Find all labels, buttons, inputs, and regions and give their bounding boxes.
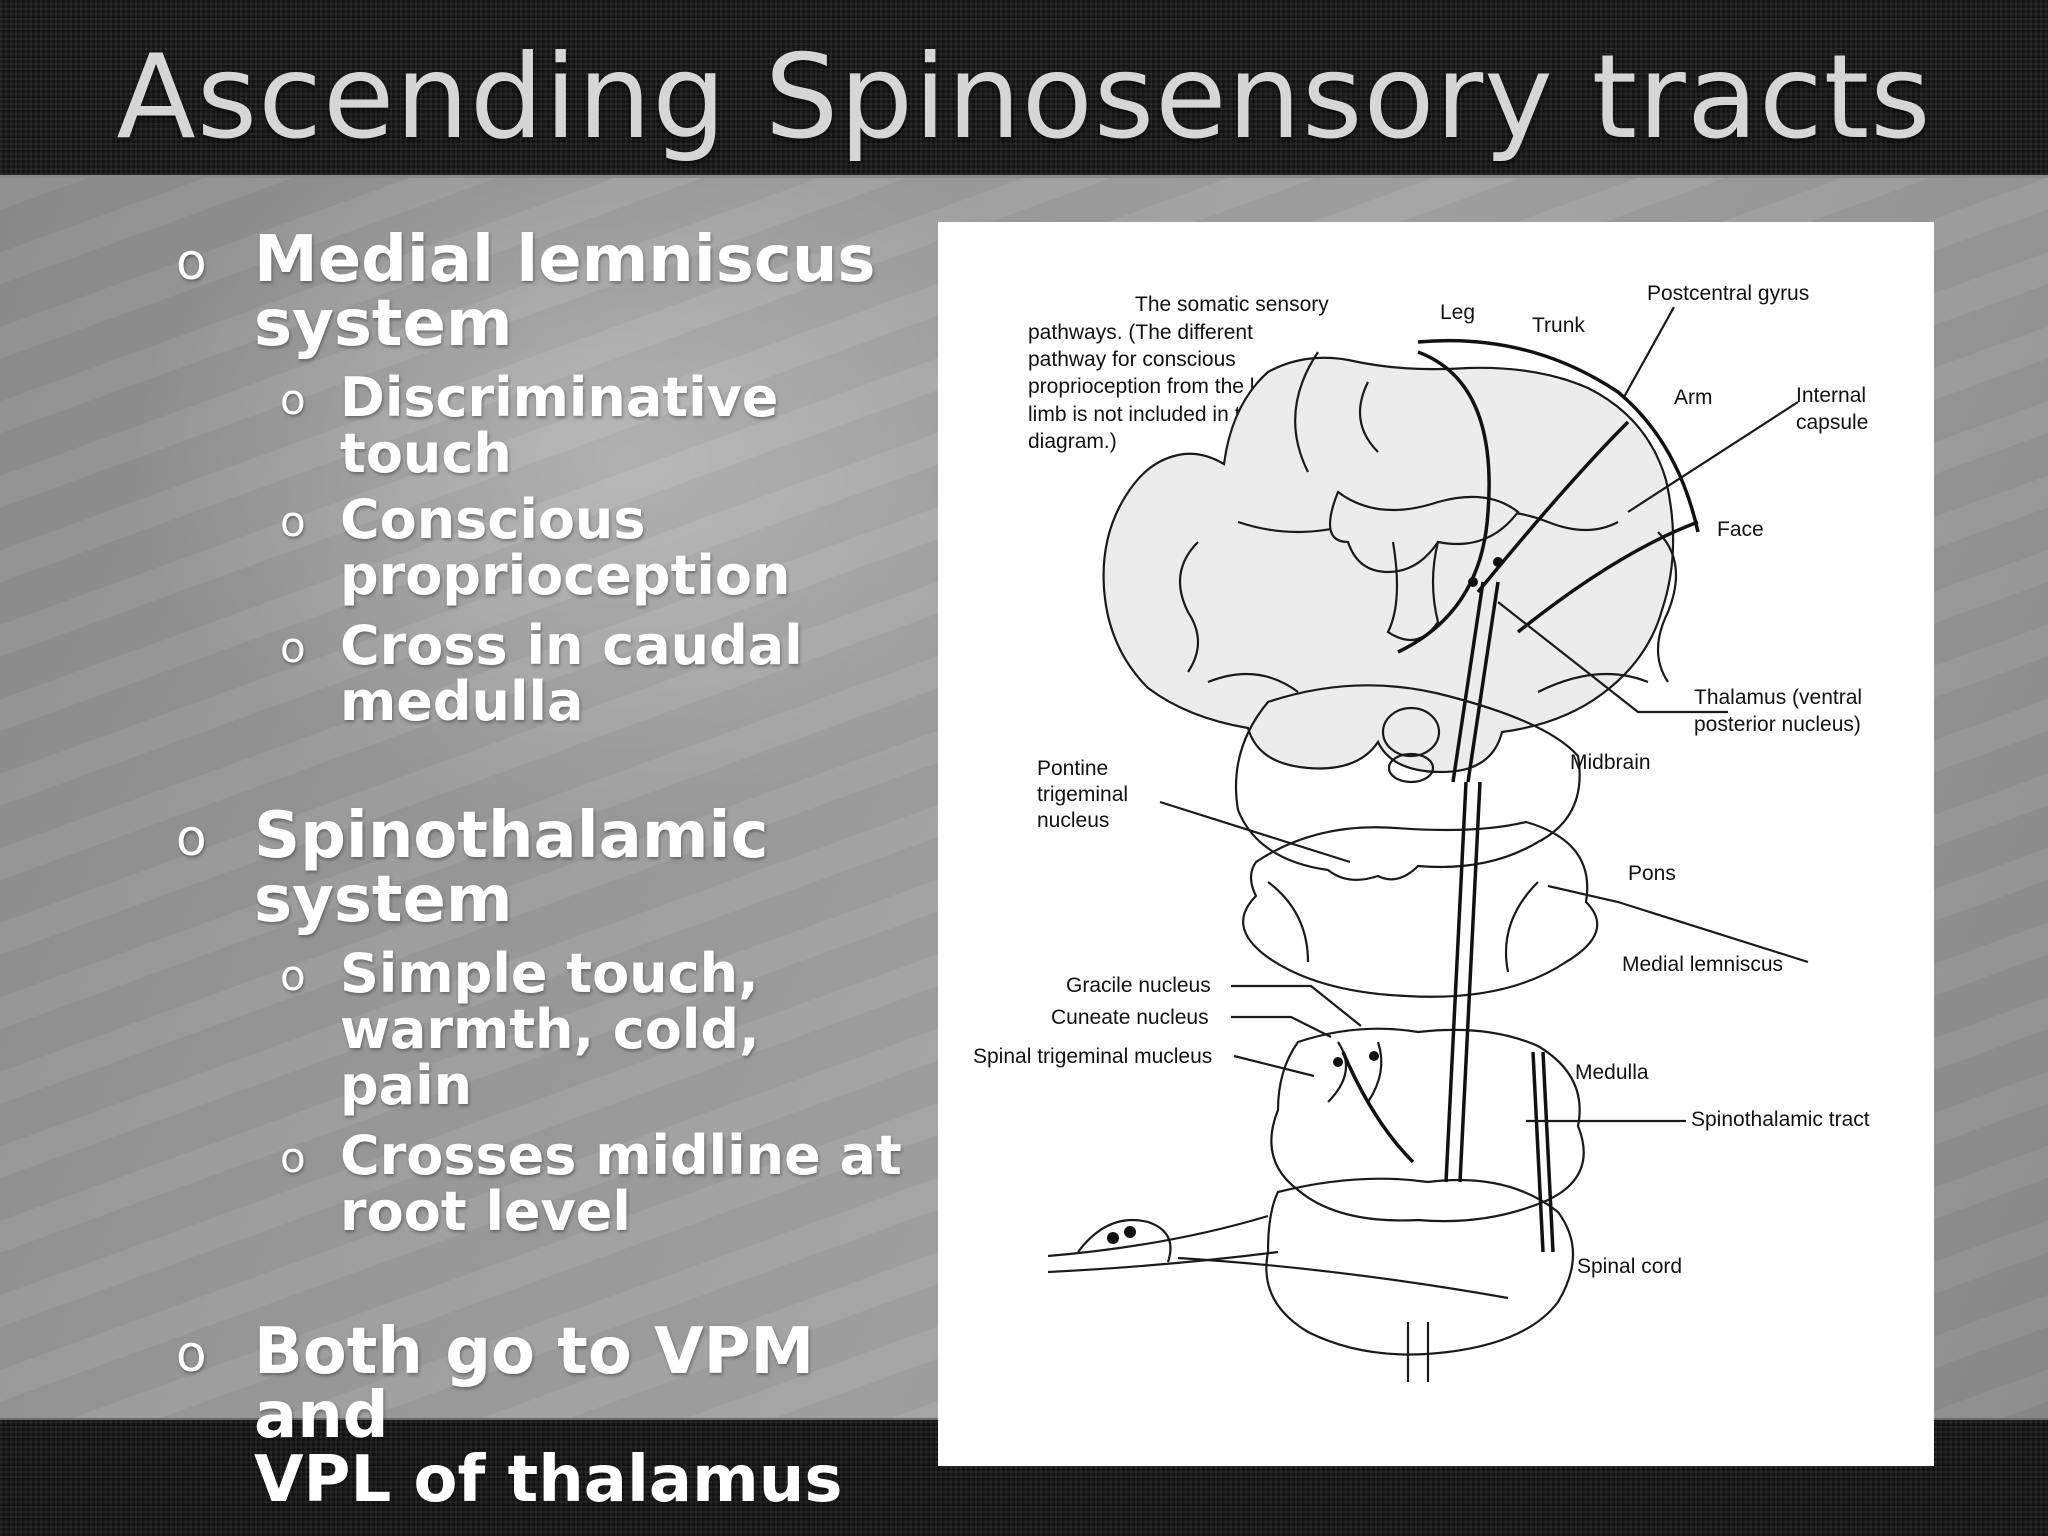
bullet-text: Cross in caudal [340, 614, 803, 677]
bullet-text: Crosses midline at [340, 1124, 902, 1187]
label-leg: Leg [1440, 301, 1475, 324]
label-spinal-cord: Spinal cord [1577, 1255, 1682, 1278]
bullet-vpm-vpl: o Both go to VPM and VPL of thalamus [170, 1320, 910, 1512]
leader-lines [1159, 306, 1809, 1123]
cerebrum-section [1102, 351, 1678, 774]
label-pontine-trigeminal: trigeminal [1037, 783, 1128, 806]
caption-line: proprioception from the lower [1028, 375, 1300, 398]
label-gracile-nucleus: Gracile nucleus [1066, 974, 1211, 997]
bullet-text: system [254, 287, 513, 361]
bullet-marker: o [176, 809, 207, 867]
bullet-spinothalamic: o Spinothalamic system [170, 804, 910, 932]
label-spinothalamic-tract: Spinothalamic tract [1691, 1108, 1870, 1131]
bullet-text: Discriminative touch [340, 366, 779, 485]
bullet-marker: o [280, 623, 306, 672]
bullet-text: Simple touch, [340, 942, 759, 1005]
bullet-text: proprioception [340, 544, 791, 607]
label-midbrain: Midbrain [1570, 751, 1651, 774]
bullet-marker: o [176, 1325, 207, 1383]
sub-bullet-conscious-proprioception: o Conscious proprioception [170, 492, 910, 604]
cortical-fibers [1397, 338, 1700, 783]
label-medulla: Medulla [1575, 1061, 1649, 1084]
label-pontine-trigeminal: nucleus [1037, 809, 1109, 832]
caption-line: The somatic sensory [1135, 293, 1329, 316]
medulla-section [1270, 1027, 1585, 1223]
slide-title: Ascending Spinosensory tracts [116, 30, 1932, 165]
spinal-cord-section [1047, 1177, 1574, 1382]
bullet-marker: o [280, 1133, 306, 1182]
label-face: Face [1717, 518, 1764, 541]
label-pontine-trigeminal: Pontine [1037, 757, 1108, 780]
bullet-text: Spinothalamic [254, 799, 769, 873]
bullet-text: Conscious [340, 488, 646, 551]
label-cuneate-nucleus: Cuneate nucleus [1051, 1006, 1209, 1029]
caption-line: pathways. (The different [1028, 321, 1253, 344]
label-internal-capsule: Internal [1796, 384, 1866, 407]
pathway-diagram: The somatic sensory pathways. (The diffe… [938, 222, 1934, 1466]
bullet-marker: o [280, 375, 306, 424]
bullet-marker: o [280, 951, 306, 1000]
bullet-text: VPL of thalamus [254, 1443, 843, 1517]
midbrain-section [1234, 684, 1581, 881]
sub-bullet-cross-caudal-medulla: o Cross in caudal medulla [170, 618, 910, 730]
bullet-marker: o [280, 497, 306, 546]
bullet-text: Medial lemniscus [254, 223, 876, 297]
pathway-diagram-svg: The somatic sensory pathways. (The diffe… [973, 282, 1870, 1382]
label-pons: Pons [1628, 862, 1676, 885]
bullet-text: medulla [340, 670, 584, 733]
label-arm: Arm [1674, 386, 1713, 409]
bullet-text: warmth, cold, pain [340, 998, 760, 1117]
bullet-marker: o [176, 233, 207, 291]
ascending-tracts [1177, 781, 1555, 1300]
bullet-text: root level [340, 1180, 631, 1243]
sub-bullet-crosses-midline: o Crosses midline at root level [170, 1128, 910, 1240]
label-trunk: Trunk [1532, 314, 1585, 337]
label-thalamus: posterior nucleus) [1694, 713, 1861, 736]
caption-line: diagram.) [1028, 430, 1117, 453]
pons-section [1242, 820, 1599, 998]
bullet-text: system [254, 863, 513, 937]
title-bar: Ascending Spinosensory tracts [0, 0, 2048, 178]
bullet-text: Both go to VPM and [254, 1315, 815, 1453]
bullet-medial-lemniscus: o Medial lemniscus system [170, 228, 910, 356]
sub-bullet-simple-touch: o Simple touch, warmth, cold, pain [170, 946, 910, 1114]
bullet-list: o Medial lemniscus system o Discriminati… [170, 228, 910, 1512]
label-spinal-trigeminal: Spinal trigeminal mucleus [973, 1045, 1212, 1068]
label-medial-lemniscus: Medial lemniscus [1622, 953, 1783, 976]
caption-line: pathway for conscious [1028, 348, 1236, 371]
label-thalamus: Thalamus (ventral [1694, 686, 1862, 709]
caption-line: limb is not included in this [1028, 403, 1267, 426]
label-internal-capsule: capsule [1796, 411, 1868, 434]
figure-caption: The somatic sensory pathways. (The diffe… [1028, 293, 1335, 453]
sub-bullet-discriminative-touch: o Discriminative touch [170, 370, 910, 482]
label-postcentral-gyrus: Postcentral gyrus [1647, 282, 1809, 305]
